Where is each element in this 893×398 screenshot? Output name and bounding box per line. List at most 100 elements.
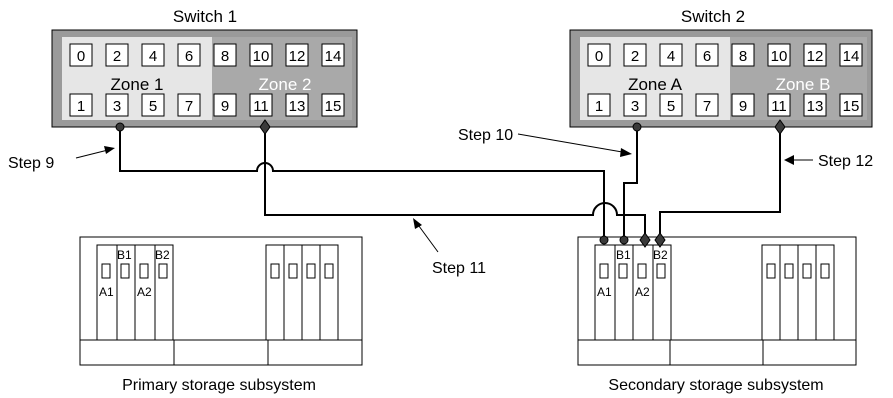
switch-2-port-12 xyxy=(803,43,827,67)
step-12-label: Step 12 xyxy=(818,153,873,170)
switch-1-port-label: 14 xyxy=(325,48,342,65)
primary-storage-subsystem: B1 B2 A1 A2 Primary storage subsystem xyxy=(79,236,363,394)
step-12-arrowhead xyxy=(784,155,794,165)
secondary-port-a1 xyxy=(599,263,609,279)
primary-port-b1 xyxy=(120,263,130,279)
primary-port-b1-label: B1 xyxy=(117,248,132,262)
switch-2-port-label: 10 xyxy=(771,48,788,65)
switch-2-port-2 xyxy=(623,43,647,67)
secondary-port-a1-label: A1 xyxy=(597,285,612,299)
switch-2-port-14 xyxy=(839,43,863,67)
switch-1-port-7 xyxy=(177,93,201,117)
secondary-port-b1-label: B1 xyxy=(616,248,631,262)
connector-dot xyxy=(619,235,629,245)
switch-1-port-label: 8 xyxy=(221,48,229,65)
switch-1-port-9 xyxy=(213,93,237,117)
step-10-arrow xyxy=(517,133,629,154)
switch-2-port-label: 11 xyxy=(771,98,787,115)
connector-diamond xyxy=(774,119,786,135)
switch-1-port-14 xyxy=(321,43,345,67)
primary-board xyxy=(283,244,303,341)
switch-2-port-label: 6 xyxy=(703,48,711,65)
switch-1-zone-1-label: Zone 1 xyxy=(111,75,164,94)
switch-1-port-label: 1 xyxy=(77,98,85,115)
step-10-label: Step 10 xyxy=(458,127,513,144)
switch-2-port-label: 0 xyxy=(595,48,603,65)
cable-step-11 xyxy=(264,127,646,240)
switch-2-port-label: 2 xyxy=(631,48,639,65)
switch-1-port-5 xyxy=(141,93,165,117)
secondary-port-a2 xyxy=(637,263,647,279)
secondary-board xyxy=(779,244,799,341)
step-11-arrowhead xyxy=(413,218,422,229)
connector-dot xyxy=(632,122,642,132)
switch-2-port-3 xyxy=(623,93,647,117)
cables xyxy=(119,127,781,240)
switch-1-title: Switch 1 xyxy=(173,7,237,26)
primary-port-a1-label: A1 xyxy=(99,285,114,299)
secondary-storage-subsystem: B1 B2 A1 A2 Secondary storage subsystem xyxy=(577,236,857,394)
switch-1-zone-2-label: Zone 2 xyxy=(259,75,312,94)
switch-2-port-label: 7 xyxy=(703,98,711,115)
switch-2-port-10 xyxy=(767,43,791,67)
cable-step-9 xyxy=(119,127,605,240)
switch-1-port-4 xyxy=(141,43,165,67)
connector-diamond xyxy=(654,232,666,248)
switch-2-port-5 xyxy=(659,93,683,117)
switch-2-port-label: 4 xyxy=(667,48,675,65)
secondary-port-b1 xyxy=(618,263,628,279)
secondary-board xyxy=(815,244,835,341)
switch-2-port-6 xyxy=(695,43,719,67)
switch-2-zone-b-label: Zone B xyxy=(776,75,831,94)
connector-diamond xyxy=(259,119,271,135)
primary-port-a1 xyxy=(101,263,111,279)
switch-2-port-0 xyxy=(587,43,611,67)
switch-2-port-7 xyxy=(695,93,719,117)
switch-2-port-label: 8 xyxy=(739,48,747,65)
switch-1-port-8 xyxy=(213,43,237,67)
switch-2-port-label: 15 xyxy=(843,98,860,115)
switch-1-port-label: 5 xyxy=(149,98,157,115)
primary-board-port xyxy=(324,263,334,279)
switch-2-port-label: 3 xyxy=(631,98,639,115)
switch-2-port-label: 14 xyxy=(843,48,860,65)
primary-board xyxy=(265,244,285,341)
switch-1-port-label: 9 xyxy=(221,98,229,115)
switch-2-port-4 xyxy=(659,43,683,67)
primary-board-port xyxy=(270,263,280,279)
secondary-port-a2-label: A2 xyxy=(635,285,650,299)
primary-board xyxy=(301,244,321,341)
switch-1-port-label: 4 xyxy=(149,48,157,65)
secondary-board-port xyxy=(802,263,812,279)
step-9-arrowhead xyxy=(104,146,115,154)
cable-step-12 xyxy=(659,127,781,240)
secondary-board-port xyxy=(820,263,830,279)
switch-1-port-label: 15 xyxy=(325,98,342,115)
switch-1-port-11 xyxy=(249,93,273,117)
step-callouts: Step 9 Step 10 Step 11 Step 12 xyxy=(8,127,873,277)
cable-connectors xyxy=(115,119,786,248)
switch-2-port-label: 13 xyxy=(807,98,824,115)
secondary-board-port xyxy=(784,263,794,279)
switch-1-port-label: 0 xyxy=(77,48,85,65)
primary-board-port xyxy=(288,263,298,279)
switch-1-port-0 xyxy=(69,43,93,67)
switch-1-port-label: 3 xyxy=(113,98,121,115)
cable-step-10 xyxy=(623,127,638,240)
switch-1-port-10 xyxy=(249,43,273,67)
switch-1-port-1 xyxy=(69,93,93,117)
switch-1-port-6 xyxy=(177,43,201,67)
switch-1-port-label: 10 xyxy=(253,48,270,65)
switch-2-port-label: 12 xyxy=(807,48,824,65)
switch-1-port-15 xyxy=(321,93,345,117)
switch-1-port-label: 13 xyxy=(289,98,306,115)
primary-board-port xyxy=(306,263,316,279)
primary-board xyxy=(319,244,339,341)
switch-2-port-label: 1 xyxy=(595,98,603,115)
